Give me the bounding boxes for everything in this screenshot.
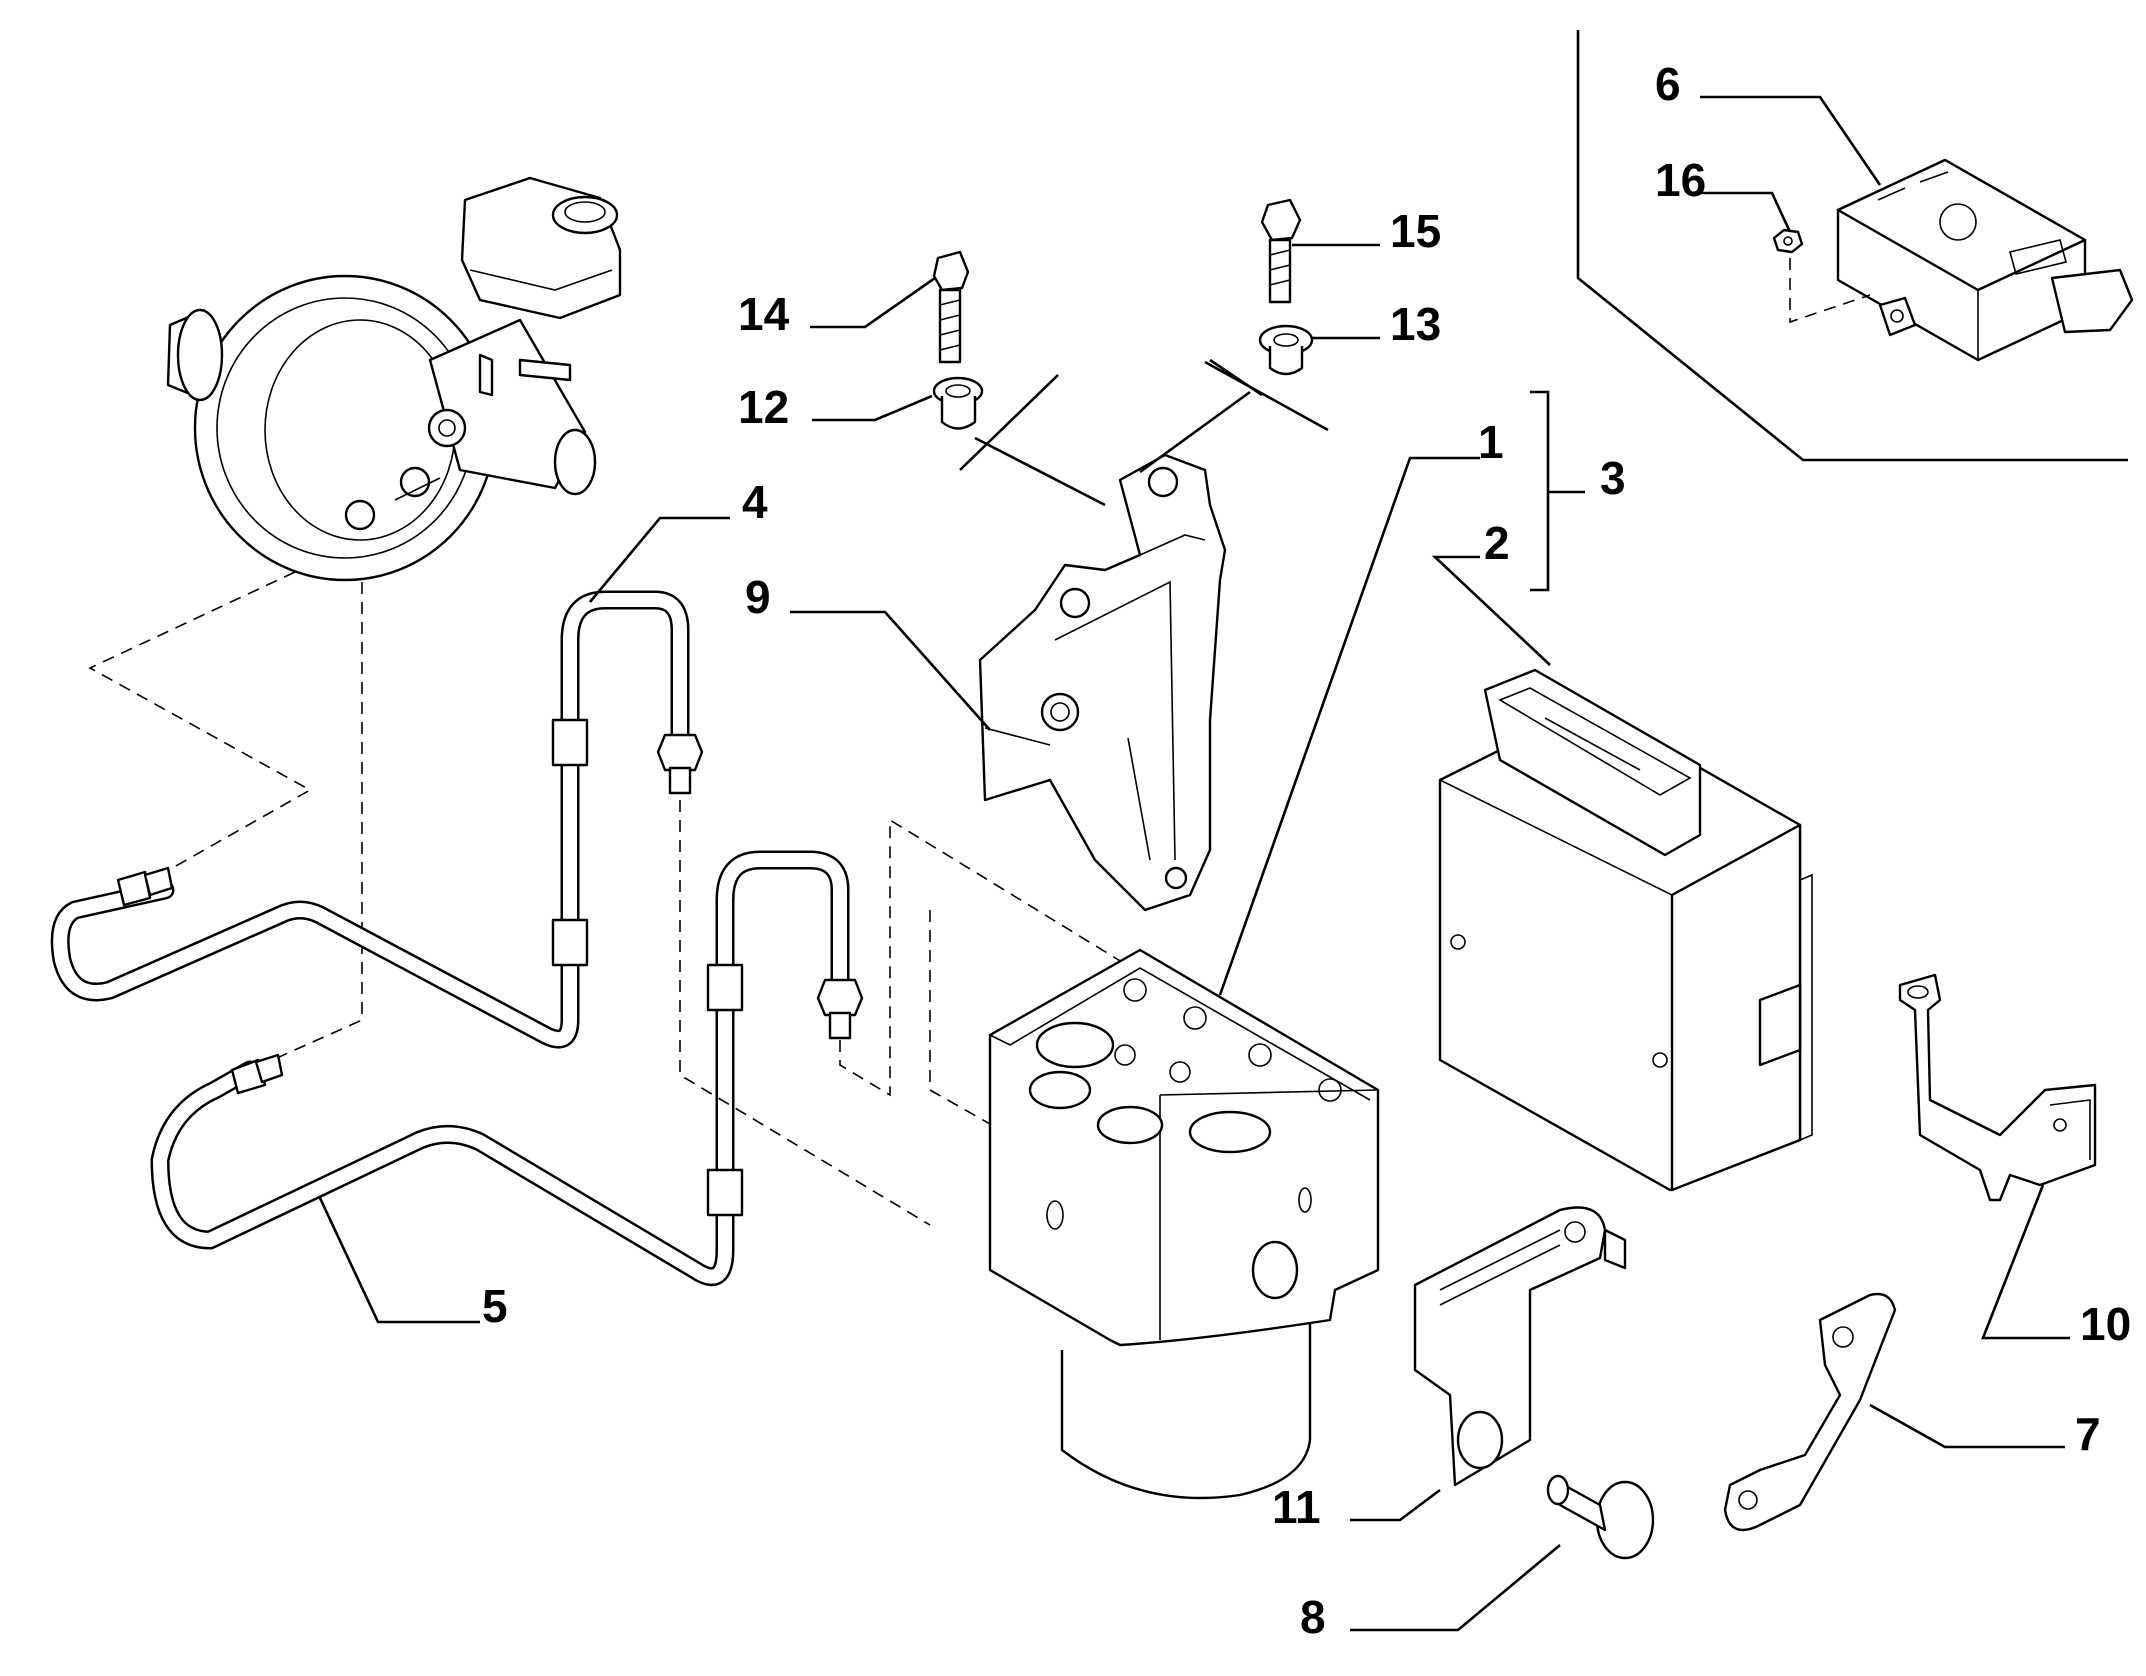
sensor-module-part-6: [1836, 158, 2134, 362]
guide-dash-vertical: [249, 582, 363, 1071]
washer-part-13: [1258, 324, 1314, 376]
guide-dash-pipes: [679, 800, 1171, 1226]
inset-frame: [1576, 30, 2128, 462]
bracket-part-9: [978, 453, 1227, 912]
callout-1: 1: [1478, 416, 1504, 468]
bracket-part-11: [1413, 1206, 1627, 1487]
bolt-part-8: [1546, 1474, 1655, 1560]
callout-11: 11: [1272, 1481, 1321, 1533]
bracket-part-7: [1723, 1292, 1897, 1532]
callout-10: 10: [2080, 1298, 2131, 1350]
callout-15: 15: [1390, 205, 1441, 257]
callout-14: 14: [738, 288, 790, 340]
callout-2: 2: [1484, 517, 1510, 569]
callout-3: 3: [1600, 452, 1626, 504]
callout-4: 4: [742, 476, 768, 528]
guide-dash-left: [88, 571, 312, 876]
abs-control-unit-part-2: [1438, 668, 1813, 1192]
callout-9: 9: [745, 571, 771, 623]
bracket-part-10: [1898, 973, 2097, 1202]
callout-8: 8: [1300, 1591, 1326, 1643]
callout-5: 5: [482, 1280, 508, 1332]
brake-booster-assembly: [166, 176, 622, 582]
bolt-part-14: [932, 250, 970, 364]
bolt-part-15: [1260, 198, 1302, 304]
callout-7: 7: [2075, 1408, 2101, 1460]
callout-16: 16: [1655, 154, 1706, 206]
callout-6: 6: [1655, 58, 1681, 110]
washer-part-12: [932, 376, 984, 430]
callout-13: 13: [1390, 298, 1441, 350]
leader-lines: [318, 95, 2070, 1632]
brake-pipe-part-4: [50, 590, 704, 1049]
callout-12: 12: [738, 381, 789, 433]
brake-pipe-part-5: [150, 850, 864, 1287]
abs-hydraulic-unit-part-1: [988, 948, 1380, 1500]
callout-labels: 1 2 3 4 5 6 7 8 9 10 11 12 13 14 15 16: [482, 58, 2131, 1643]
nut-part-16: [1772, 228, 1871, 324]
